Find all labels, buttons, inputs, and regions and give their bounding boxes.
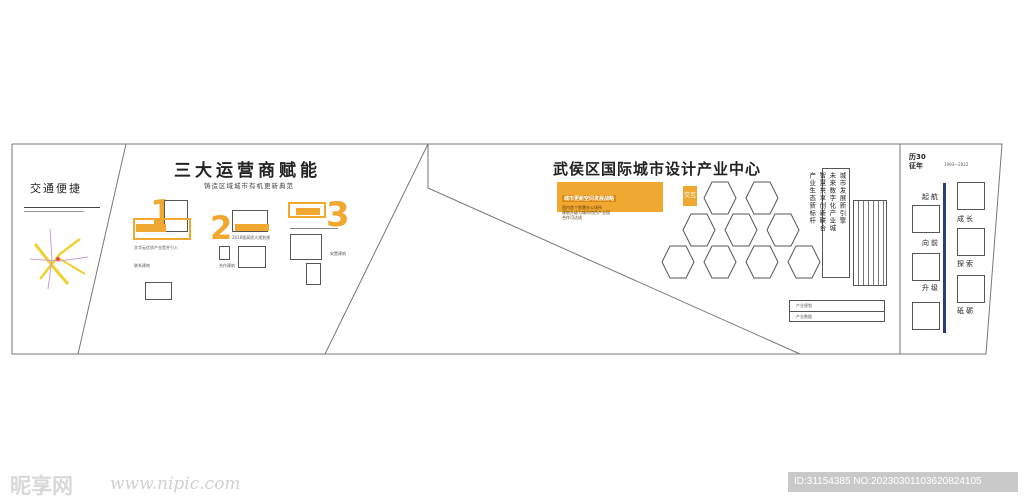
timeline-step: 升级 — [922, 284, 940, 292]
table-row: 产业规划 — [790, 301, 884, 312]
title-underline — [24, 207, 100, 208]
info-banner: 城市更新空间发展战略 国内首个智慧办公场所 建筑升级为城市特色产业园 合作可达成 — [557, 182, 663, 219]
timeline-photo — [957, 182, 985, 210]
hexagon — [703, 181, 737, 215]
card3-gold-tag — [296, 208, 320, 215]
banner-line-1: 国内首个智慧办公场所 — [562, 205, 602, 210]
timeline-step: 向前 — [922, 239, 940, 247]
card1-gold-tag — [136, 224, 166, 232]
vertical-line-1: 城市发展新引擎 — [838, 172, 846, 225]
table-row: 产业数据 — [796, 314, 812, 319]
transport-map — [30, 229, 89, 289]
banner-heading: 城市更新空间发展战略 — [562, 195, 617, 202]
vertical-text-block: 城市发展新引擎 未来数字化产业城 智慧共享创新联合 产业生态新标杆 — [808, 168, 850, 278]
card2-label: 合作建筑 — [219, 263, 235, 268]
card1-image — [145, 282, 172, 300]
number-2: 2 — [210, 209, 233, 247]
hexagon — [745, 181, 779, 215]
history-heading: 历30 — [909, 153, 926, 161]
panel-operators-subtitle: 铸造区域城市有机更新典范 — [204, 182, 294, 190]
card3-image-a — [290, 234, 322, 260]
card1-label: 联系建筑 — [134, 263, 150, 268]
interaction-tag-label: 交互 — [683, 192, 696, 199]
banner-line-2: 建筑升级为城市特色产业园 — [562, 209, 610, 215]
card1-caption: 文华云优质产业是并引入 — [134, 245, 178, 250]
hexagon — [745, 245, 779, 279]
banner-line-3: 合作可达成 — [562, 214, 582, 220]
card3-label: 安置建筑 — [330, 251, 346, 256]
vertical-line-2: 未来数字化产业城 — [827, 172, 836, 232]
timeline-line — [943, 183, 946, 333]
timeline-step: 砥砺 — [957, 307, 975, 315]
hexagon — [787, 245, 821, 279]
panel-operators-title: 三大运营商赋能 — [174, 161, 321, 181]
card2-caption: 2016版高质大规划规 — [232, 235, 271, 240]
hexagon — [724, 213, 758, 247]
watermark-logo: 昵享网 — [10, 474, 73, 498]
number-3: 3 — [326, 195, 350, 235]
vertical-line-3: 智慧共享创新联合 — [817, 172, 826, 232]
card3-image-b — [306, 263, 321, 285]
hexagon — [682, 213, 716, 247]
timeline-photo — [912, 205, 940, 233]
panel-center-title: 武侯区国际城市设计产业中心 — [553, 160, 762, 178]
timeline-photo — [957, 228, 985, 256]
card3-frame — [288, 202, 326, 218]
history-subheading: 征年 — [909, 162, 923, 170]
hexagon-grid — [661, 181, 821, 279]
card1-photo — [164, 200, 188, 232]
slat-panel — [853, 200, 887, 286]
hexagon — [703, 245, 737, 279]
hexagon — [661, 245, 695, 279]
timeline-photo — [912, 302, 940, 330]
timeline-photo — [912, 253, 940, 281]
timeline-step: 探索 — [957, 260, 975, 268]
data-table: 产业规划 产业数据 — [789, 300, 885, 322]
panel-transport-title: 交通便捷 — [30, 182, 82, 195]
hexagon — [766, 213, 800, 247]
watermark-id: ID:31154385 NO:20230301103620824105 — [788, 472, 1018, 492]
watermark-url: www.nipic.com — [110, 474, 241, 494]
timeline-photo — [957, 275, 985, 303]
vertical-line-4: 产业生态新标杆 — [807, 172, 816, 225]
card2-gold-tag — [235, 224, 269, 231]
timeline-step: 成长 — [957, 215, 975, 223]
timeline-step: 起航 — [922, 193, 940, 201]
card1-frame — [133, 218, 191, 240]
card2-image-b — [238, 246, 266, 268]
card2-image-a — [219, 246, 230, 260]
panel-transport: 交通便捷 — [12, 144, 112, 354]
interaction-tag: 交互 — [683, 186, 697, 206]
history-years: 1993—2022 — [944, 162, 969, 167]
card3-divider — [290, 228, 338, 229]
title-underline-2 — [24, 211, 84, 212]
